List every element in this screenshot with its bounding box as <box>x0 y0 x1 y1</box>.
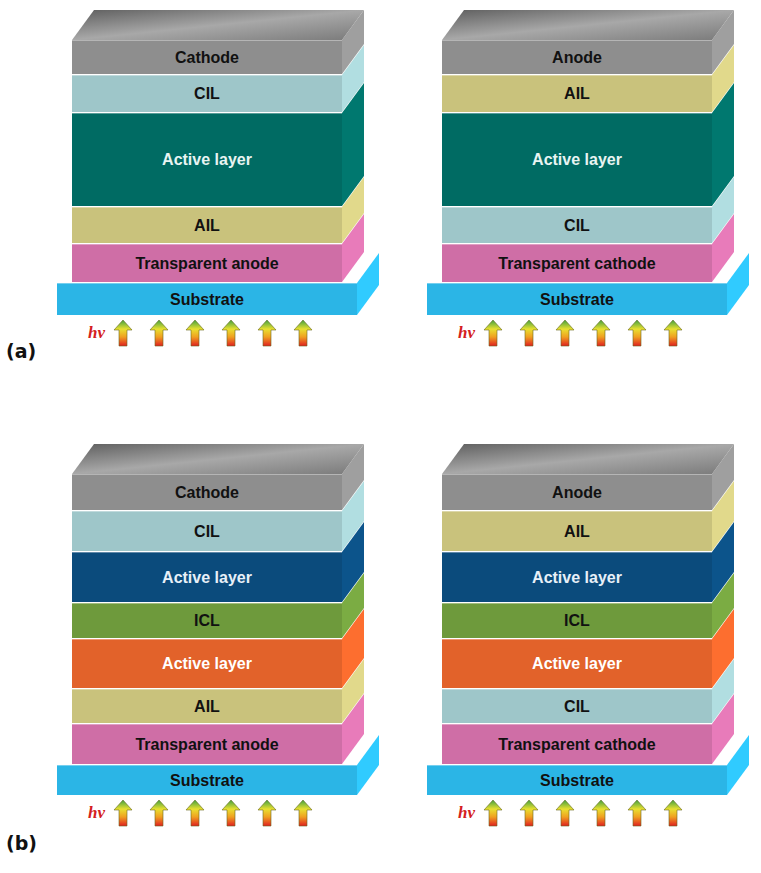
layer-name: CIL <box>194 523 220 541</box>
light-label: hν <box>458 323 475 343</box>
panel-label: (b) <box>6 832 37 854</box>
layer-side-face <box>342 694 364 764</box>
light-arrow <box>484 320 502 346</box>
light-arrow <box>258 800 276 826</box>
layer-name: CIL <box>564 217 590 235</box>
layer-name: Active layer <box>162 151 252 169</box>
light-arrow <box>592 800 610 826</box>
layer-side-face <box>342 214 364 282</box>
light-arrow <box>592 320 610 346</box>
layer-side-face <box>712 694 734 764</box>
material-layer: CIL <box>442 207 712 243</box>
layer-name: CIL <box>194 85 220 103</box>
material-layer: Active layer <box>442 639 712 688</box>
light-arrow <box>150 320 168 346</box>
material-layer: ICL <box>442 603 712 638</box>
layer-name: Anode <box>552 49 602 67</box>
light-arrow <box>186 320 204 346</box>
layer-name: Cathode <box>175 49 239 67</box>
layer-name: Substrate <box>170 772 244 790</box>
light-arrow <box>258 320 276 346</box>
material-layer: Substrate <box>57 765 357 795</box>
material-layer: Substrate <box>57 283 357 315</box>
layer-name: ICL <box>564 612 590 630</box>
light-arrow <box>664 800 682 826</box>
material-layer: Cathode <box>72 40 342 74</box>
layer-name: Substrate <box>540 772 614 790</box>
panel-label: (a) <box>6 340 36 362</box>
layer-side-face <box>712 214 734 282</box>
material-layer: Transparent cathode <box>442 724 712 764</box>
material-layer: Transparent anode <box>72 244 342 282</box>
material-layer: Active layer <box>72 552 342 602</box>
layer-top-face <box>442 10 734 40</box>
layer-name: Transparent anode <box>135 255 278 273</box>
material-layer: Anode <box>442 474 712 510</box>
material-layer: CIL <box>442 689 712 723</box>
material-layer: Transparent anode <box>72 724 342 764</box>
material-layer: Active layer <box>442 113 712 206</box>
light-arrow <box>150 800 168 826</box>
material-layer: Substrate <box>427 765 727 795</box>
material-layer: ICL <box>72 603 342 638</box>
light-arrow <box>186 800 204 826</box>
material-layer: Substrate <box>427 283 727 315</box>
material-layer: Active layer <box>72 639 342 688</box>
layer-name: Substrate <box>540 291 614 309</box>
material-layer: Transparent cathode <box>442 244 712 282</box>
material-layer: Active layer <box>442 552 712 602</box>
layer-name: AIL <box>194 698 220 716</box>
layer-top-face <box>442 444 734 474</box>
material-layer: CIL <box>72 75 342 112</box>
light-label: hν <box>458 803 475 823</box>
layer-name: Active layer <box>532 655 622 673</box>
light-arrow <box>114 800 132 826</box>
layer-name: Active layer <box>162 655 252 673</box>
material-layer: AIL <box>442 511 712 551</box>
material-layer: CIL <box>72 511 342 551</box>
layer-side-face <box>357 253 379 315</box>
light-arrow <box>294 320 312 346</box>
layer-name: Active layer <box>162 569 252 587</box>
light-label: hν <box>88 803 105 823</box>
light-arrow <box>628 800 646 826</box>
layer-side-face <box>727 735 749 795</box>
layer-name: Transparent cathode <box>498 736 655 754</box>
light-arrow <box>556 800 574 826</box>
layer-name: AIL <box>564 85 590 103</box>
material-layer: AIL <box>72 207 342 243</box>
layer-name: Transparent anode <box>135 736 278 754</box>
light-arrow <box>628 320 646 346</box>
light-arrow <box>114 320 132 346</box>
layer-top-face <box>72 444 364 474</box>
layer-name: AIL <box>564 523 590 541</box>
layer-side-face <box>727 253 749 315</box>
layer-side-face <box>357 735 379 795</box>
layer-name: Anode <box>552 484 602 502</box>
light-arrow <box>556 320 574 346</box>
light-arrow <box>520 800 538 826</box>
layer-name: ICL <box>194 612 220 630</box>
light-label: hν <box>88 323 105 343</box>
layer-top-face <box>72 10 364 40</box>
material-layer: Cathode <box>72 474 342 510</box>
layer-name: Transparent cathode <box>498 255 655 273</box>
layer-name: Cathode <box>175 484 239 502</box>
layer-name: AIL <box>194 217 220 235</box>
material-layer: AIL <box>72 689 342 723</box>
layer-name: CIL <box>564 698 590 716</box>
layer-name: Active layer <box>532 569 622 587</box>
light-arrow <box>664 320 682 346</box>
light-arrow <box>222 800 240 826</box>
light-arrow <box>484 800 502 826</box>
layer-name: Substrate <box>170 291 244 309</box>
material-layer: Active layer <box>72 113 342 206</box>
layer-name: Active layer <box>532 151 622 169</box>
light-arrow <box>294 800 312 826</box>
material-layer: Anode <box>442 40 712 74</box>
light-arrow <box>222 320 240 346</box>
light-arrow <box>520 320 538 346</box>
material-layer: AIL <box>442 75 712 112</box>
